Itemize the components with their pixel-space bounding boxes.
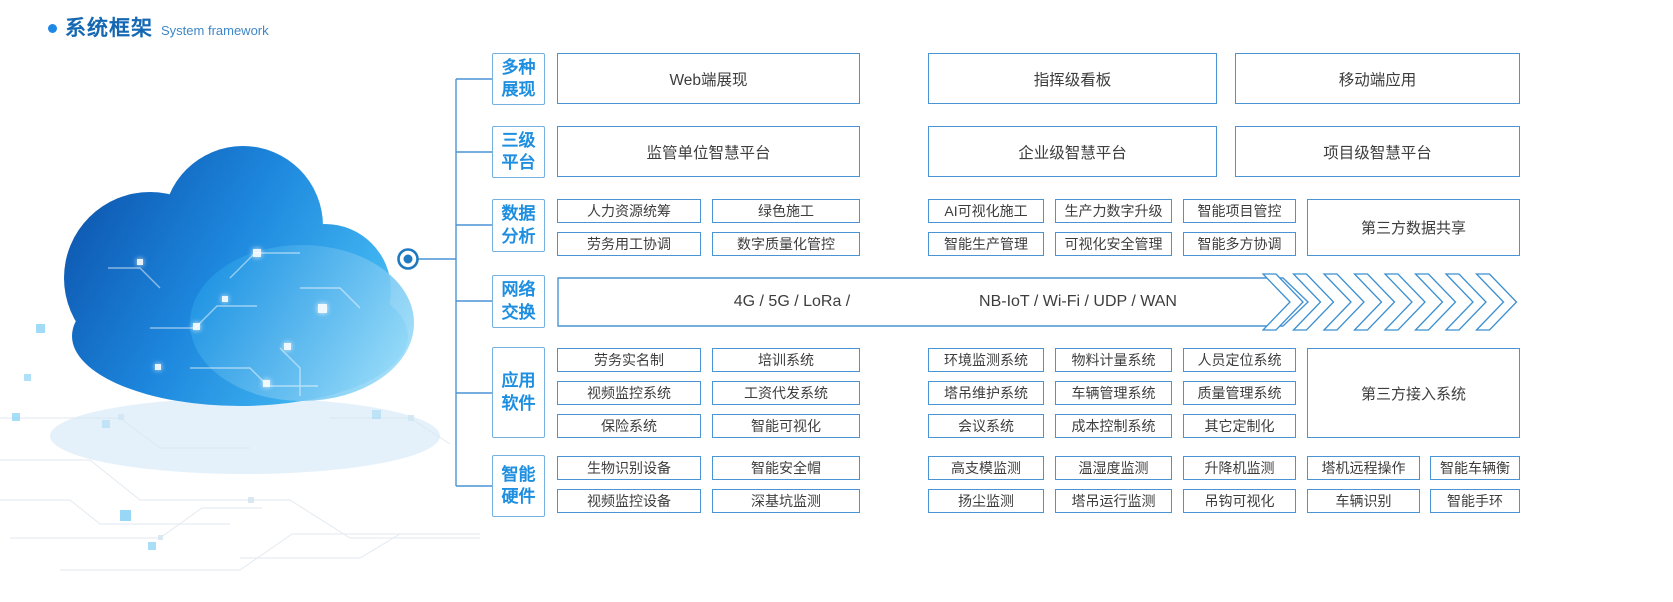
framework-box: 工资代发系统 [712, 381, 860, 405]
framework-box: 数字质量化管控 [712, 232, 860, 256]
category-network-exchange: 网络交换 [492, 275, 545, 328]
arrow-bar-shape [557, 277, 1310, 327]
framework-box: 塔吊运行监测 [1055, 489, 1172, 513]
category-smart-hardware: 智能硬件 [492, 455, 545, 517]
chevron-arrows-icon [1262, 273, 1518, 331]
network-protocols-right: NB-IoT / Wi-Fi / UDP / WAN [979, 293, 1177, 310]
section-title: 系统框架 System framework [48, 12, 269, 42]
framework-box: 智能项目管控 [1183, 199, 1296, 223]
framework-box: 视频监控设备 [557, 489, 701, 513]
framework-box: 培训系统 [712, 348, 860, 372]
section-title-en: System framework [161, 23, 269, 38]
network-protocols-left: 4G / 5G / LoRa / [733, 293, 851, 310]
framework-box: 高支模监测 [928, 456, 1044, 480]
framework-box: 智能生产管理 [928, 232, 1044, 256]
framework-box: 扬尘监测 [928, 489, 1044, 513]
framework-box: 成本控制系统 [1055, 414, 1172, 438]
category-data-analysis: 数据分析 [492, 199, 545, 252]
framework-box: 塔机远程操作 [1307, 456, 1420, 480]
box-web-display: Web端展现 [557, 53, 860, 104]
box-project-platform: 项目级智慧平台 [1235, 126, 1520, 177]
framework-box: 可视化安全管理 [1055, 232, 1172, 256]
framework-box: 生物识别设备 [557, 456, 701, 480]
box-enterprise-platform: 企业级智慧平台 [928, 126, 1217, 177]
framework-box: 车辆识别 [1307, 489, 1420, 513]
framework-box: 视频监控系统 [557, 381, 701, 405]
framework-box: 会议系统 [928, 414, 1044, 438]
framework-box: 深基坑监测 [712, 489, 860, 513]
bullet-icon [48, 23, 57, 33]
box-regulator-platform: 监管单位智慧平台 [557, 126, 860, 177]
framework-box: 人力资源统筹 [557, 199, 701, 223]
box-third-party-data-share: 第三方数据共享 [1307, 199, 1520, 256]
framework-box: 人员定位系统 [1183, 348, 1296, 372]
framework-box: 劳务用工协调 [557, 232, 701, 256]
framework-box: 物料计量系统 [1055, 348, 1172, 372]
section-title-zh: 系统框架 [65, 17, 153, 40]
framework-box: 劳务实名制 [557, 348, 701, 372]
category-multi-display: 多种展现 [492, 53, 545, 105]
framework-box: 智能车辆衡 [1430, 456, 1520, 480]
framework-box: 保险系统 [557, 414, 701, 438]
framework-box: 智能多方协调 [1183, 232, 1296, 256]
cloud-illustration [0, 146, 480, 571]
framework-box: 塔吊维护系统 [928, 381, 1044, 405]
framework-box: 生产力数字升级 [1055, 199, 1172, 223]
framework-box: 智能可视化 [712, 414, 860, 438]
framework-box: 其它定制化 [1183, 414, 1296, 438]
framework-box: 吊钩可视化 [1183, 489, 1296, 513]
category-app-software: 应用软件 [492, 347, 545, 438]
connection-node-icon [397, 248, 419, 270]
category-three-platform: 三级平台 [492, 126, 545, 178]
framework-box: 升降机监测 [1183, 456, 1296, 480]
framework-box: 环境监测系统 [928, 348, 1044, 372]
framework-box: AI可视化施工 [928, 199, 1044, 223]
framework-box: 绿色施工 [712, 199, 860, 223]
box-mobile-app: 移动端应用 [1235, 53, 1520, 104]
box-command-dashboard: 指挥级看板 [928, 53, 1217, 104]
framework-box: 质量管理系统 [1183, 381, 1296, 405]
framework-box: 温湿度监测 [1055, 456, 1172, 480]
network-protocols-bar: 4G / 5G / LoRa / NB-IoT / Wi-Fi / UDP / … [557, 277, 1310, 327]
framework-box: 智能安全帽 [712, 456, 860, 480]
framework-box: 车辆管理系统 [1055, 381, 1172, 405]
framework-box: 智能手环 [1430, 489, 1520, 513]
box-third-party-access: 第三方接入系统 [1307, 348, 1520, 438]
